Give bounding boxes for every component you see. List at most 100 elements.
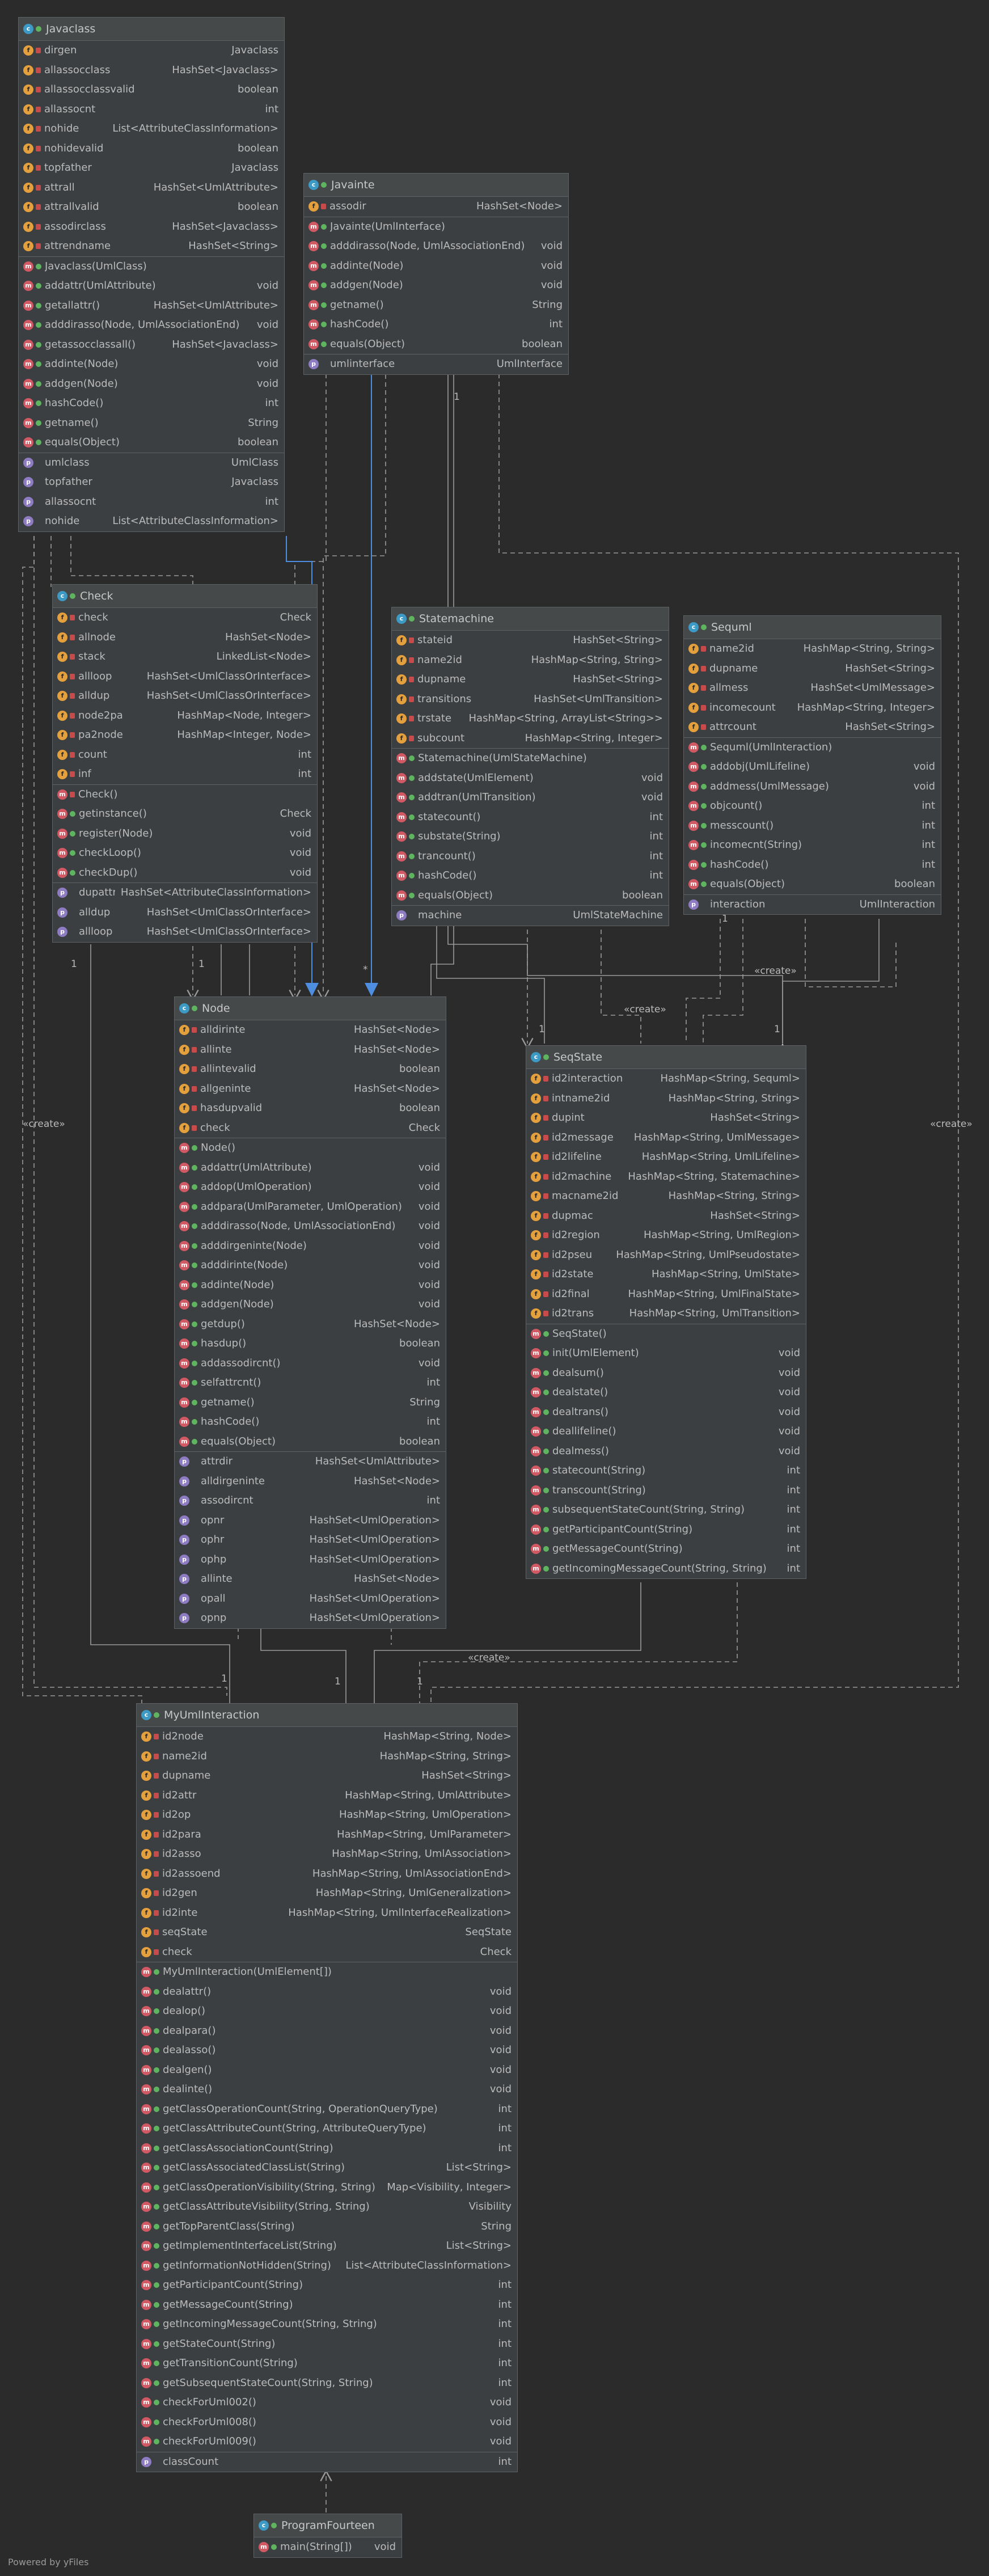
method-row[interactable]: mgetIncomingMessageCount(String, String)… (526, 1559, 806, 1579)
field-row[interactable]: fassodirHashSet<Node> (304, 197, 568, 217)
method-row[interactable]: mgetdup()HashSet<Node> (175, 1315, 446, 1335)
field-row[interactable]: fallmessHashSet<UmlMessage> (684, 678, 941, 698)
method-row[interactable]: mgetSubsequentStateCount(String, String)… (137, 2374, 517, 2393)
method-row[interactable]: maddattr(UmlAttribute)void (19, 276, 284, 296)
field-row[interactable]: fallassocntint (19, 100, 284, 120)
ctor-row[interactable]: mNode() (175, 1138, 446, 1158)
field-row[interactable]: fstackLinkedList<Node> (53, 647, 317, 667)
method-row[interactable]: mmain(String[])void (254, 2537, 401, 2557)
method-row[interactable]: mdealmess()void (526, 1442, 806, 1462)
method-row[interactable]: mtranscount(String)int (526, 1481, 806, 1501)
field-row[interactable]: fdupnameHashSet<String> (392, 670, 669, 690)
method-row[interactable]: mcheckForUml002()void (137, 2393, 517, 2413)
field-row[interactable]: fid2attrHashMap<String, UmlAttribute> (137, 1786, 517, 1806)
field-row[interactable]: fintname2idHashMap<String, String> (526, 1089, 806, 1109)
method-row[interactable]: mhasdup()boolean (175, 1334, 446, 1354)
field-row[interactable]: fid2genHashMap<String, UmlGeneralization… (137, 1884, 517, 1903)
class-node[interactable]: cNodefalldirinteHashSet<Node>fallinteHas… (174, 996, 446, 1629)
method-row[interactable]: madddirasso(Node, UmlAssociationEnd)void (175, 1217, 446, 1236)
prop-row[interactable]: pmachineUmlStateMachine (392, 906, 669, 926)
method-row[interactable]: mgetname()String (304, 295, 568, 315)
class-sequml[interactable]: cSequmlfname2idHashMap<String, String>fd… (683, 615, 941, 915)
prop-row[interactable]: popallHashSet<UmlOperation> (175, 1589, 446, 1609)
field-row[interactable]: fallgeninteHashSet<Node> (175, 1079, 446, 1099)
method-row[interactable]: mdeallifeline()void (526, 1422, 806, 1442)
field-row[interactable]: fname2idHashMap<String, String> (684, 639, 941, 659)
field-row[interactable]: fhasdupvalidboolean (175, 1099, 446, 1118)
method-row[interactable]: msubstate(String)int (392, 827, 669, 847)
field-row[interactable]: ftransitionsHashSet<UmlTransition> (392, 690, 669, 710)
prop-row[interactable]: passodircntint (175, 1491, 446, 1511)
prop-row[interactable]: pumlclassUmlClass (19, 453, 284, 473)
field-row[interactable]: fid2interactionHashMap<String, Sequml> (526, 1069, 806, 1089)
method-row[interactable]: mgetIncomingMessageCount(String, String)… (137, 2315, 517, 2334)
class-header[interactable]: cJavaclass (19, 18, 284, 41)
method-row[interactable]: mgetMessageCount(String)int (526, 1539, 806, 1559)
method-row[interactable]: mcheckDup()void (53, 863, 317, 883)
method-row[interactable]: maddinte(Node)void (304, 256, 568, 276)
method-row[interactable]: mgetname()String (175, 1393, 446, 1413)
field-row[interactable]: fassodirclassHashSet<Javaclass> (19, 217, 284, 237)
field-row[interactable]: fdupmacHashSet<String> (526, 1206, 806, 1226)
method-row[interactable]: mgetClassAssociationCount(String)int (137, 2139, 517, 2159)
field-row[interactable]: fid2transHashMap<String, UmlTransition> (526, 1304, 806, 1324)
field-row[interactable]: fstateidHashSet<String> (392, 631, 669, 651)
method-row[interactable]: maddinte(Node)void (19, 354, 284, 374)
prop-row[interactable]: pnohideList<AttributeClassInformation> (19, 512, 284, 531)
field-row[interactable]: fid2pseuHashMap<String, UmlPseudostate> (526, 1245, 806, 1265)
class-header[interactable]: cCheck (53, 585, 317, 608)
class-program[interactable]: cProgramFourteenmmain(String[])void (253, 2514, 402, 2558)
field-row[interactable]: fname2idHashMap<String, String> (392, 651, 669, 670)
method-row[interactable]: mgetImplementInterfaceList(String)List<S… (137, 2236, 517, 2256)
ctor-row[interactable]: mSequml(UmlInteraction) (684, 738, 941, 758)
method-row[interactable]: mgetParticipantCount(String)int (526, 1520, 806, 1540)
method-row[interactable]: minit(UmlElement)void (526, 1344, 806, 1363)
method-row[interactable]: mdealop()void (137, 2001, 517, 2021)
class-header[interactable]: cNode (175, 997, 446, 1020)
prop-row[interactable]: popnpHashSet<UmlOperation> (175, 1608, 446, 1628)
class-seqstate[interactable]: cSeqStatefid2interactionHashMap<String, … (526, 1045, 806, 1579)
prop-row[interactable]: pophpHashSet<UmlOperation> (175, 1550, 446, 1570)
field-row[interactable]: fnode2paHashMap<Node, Integer> (53, 706, 317, 726)
method-row[interactable]: mdealgen()void (137, 2060, 517, 2080)
field-row[interactable]: fallloopHashSet<UmlClassOrInterface> (53, 667, 317, 687)
field-row[interactable]: fid2opHashMap<String, UmlOperation> (137, 1805, 517, 1825)
method-row[interactable]: mcheckLoop()void (53, 843, 317, 863)
method-row[interactable]: maddinte(Node)void (175, 1276, 446, 1295)
method-row[interactable]: maddstate(UmlElement)void (392, 768, 669, 788)
method-row[interactable]: mdealattr()void (137, 1982, 517, 2002)
prop-row[interactable]: pophrHashSet<UmlOperation> (175, 1530, 446, 1550)
method-row[interactable]: mtrancount()int (392, 847, 669, 867)
field-row[interactable]: fallassocclassvalidboolean (19, 80, 284, 100)
method-row[interactable]: mregister(Node)void (53, 824, 317, 844)
class-header[interactable]: cSequml (684, 616, 941, 639)
prop-row[interactable]: palldirgeninteHashSet<Node> (175, 1472, 446, 1492)
field-row[interactable]: fid2messageHashMap<String, UmlMessage> (526, 1128, 806, 1148)
method-row[interactable]: mobjcount()int (684, 796, 941, 816)
field-row[interactable]: fdupnameHashSet<String> (137, 1766, 517, 1786)
field-row[interactable]: fsubcountHashMap<String, Integer> (392, 729, 669, 749)
class-header[interactable]: cSeqState (526, 1046, 806, 1069)
class-statemachine[interactable]: cStatemachinefstateidHashSet<String>fnam… (391, 607, 669, 926)
method-row[interactable]: maddassodircnt()void (175, 1354, 446, 1374)
field-row[interactable]: fallinteHashSet<Node> (175, 1040, 446, 1060)
method-row[interactable]: maddtran(UmlTransition)void (392, 788, 669, 808)
method-row[interactable]: mgetStateCount(String)int (137, 2334, 517, 2354)
method-row[interactable]: mgetTransitionCount(String)int (137, 2354, 517, 2374)
method-row[interactable]: mdealinte()void (137, 2080, 517, 2100)
method-row[interactable]: mgetname()String (19, 413, 284, 433)
field-row[interactable]: finfint (53, 765, 317, 784)
field-row[interactable]: fid2regionHashMap<String, UmlRegion> (526, 1226, 806, 1245)
method-row[interactable]: maddgen(Node)void (175, 1295, 446, 1315)
prop-row[interactable]: pumlinterfaceUmlInterface (304, 354, 568, 374)
field-row[interactable]: fid2lifelineHashMap<String, UmlLifeline> (526, 1147, 806, 1167)
method-row[interactable]: mdealasso()void (137, 2041, 517, 2060)
method-row[interactable]: maddop(UmlOperation)void (175, 1177, 446, 1197)
method-row[interactable]: mequals(Object)boolean (392, 886, 669, 906)
field-row[interactable]: fallintevalidboolean (175, 1059, 446, 1079)
method-row[interactable]: mgetClassOperationVisibility(String, Str… (137, 2178, 517, 2198)
method-row[interactable]: maddobj(UmlLifeline)void (684, 757, 941, 777)
ctor-row[interactable]: mJavaclass(UmlClass) (19, 257, 284, 277)
prop-row[interactable]: pclassCountint (137, 2452, 517, 2472)
method-row[interactable]: mgetassocclassall()HashSet<Javaclass> (19, 335, 284, 355)
